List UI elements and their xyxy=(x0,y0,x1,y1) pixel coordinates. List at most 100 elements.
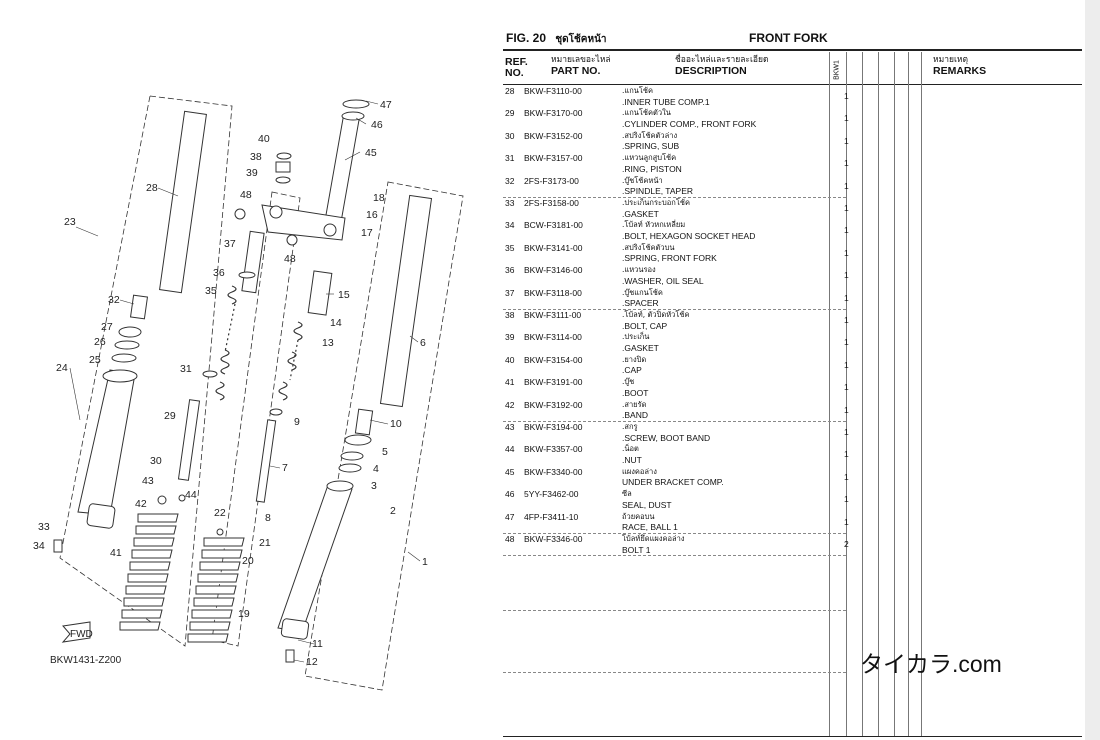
row-description-thai: .บู๊ช xyxy=(622,377,635,387)
callout-18: 18 xyxy=(373,192,385,204)
row-description-english: .SPINDLE, TAPER xyxy=(622,186,694,197)
row-description-thai: .ประเก็น xyxy=(622,332,650,342)
figure-title: FIG. 20 ชุดโช้คหน้า FRONT FORK xyxy=(506,31,828,47)
row-ref-no: 33 xyxy=(505,198,515,208)
callout-13: 13 xyxy=(322,337,334,349)
frame-right-assembly xyxy=(304,181,464,691)
row-description: .โบ้ลท์ หัวหกเหลี่ยม.BOLT, HEXAGON SOCKE… xyxy=(622,220,755,241)
row-part-no: BKW-F3170-00 xyxy=(524,108,583,119)
row-description-english: .INNER TUBE COMP.1 xyxy=(622,96,710,107)
row-ref-no: 48 xyxy=(505,534,515,544)
fork-spring-upper xyxy=(215,285,237,401)
callout-27: 27 xyxy=(101,321,113,333)
row-description-english: BOLT 1 xyxy=(622,544,651,555)
header-top-rule xyxy=(503,49,1082,51)
group-separator xyxy=(503,309,846,310)
table-row: 42 BKW-F3192-00 .สายรัด.BAND 1 xyxy=(503,399,849,422)
svg-text:FWD: FWD xyxy=(70,629,93,640)
row-quantity: 1 xyxy=(844,158,849,169)
row-description-english: .WASHER, OIL SEAL xyxy=(622,275,704,286)
row-quantity: 1 xyxy=(844,180,849,191)
row-description-thai: .แหวนลูกสูบโช้ค xyxy=(622,153,677,163)
callout-1: 1 xyxy=(422,556,428,568)
row-quantity: 1 xyxy=(844,516,849,527)
callout-7: 7 xyxy=(282,462,288,474)
row-description-thai: .สปริงโช้คตัวบน xyxy=(622,242,675,252)
row-description-english: .CYLINDER COMP., FRONT FORK xyxy=(622,118,757,129)
row-description-thai: .โบ้ลท์ หัวหกเหลี่ยม xyxy=(622,220,686,230)
row-part-no: BKW-F3146-00 xyxy=(524,265,583,276)
row-description-english: .BAND xyxy=(622,410,648,421)
row-description: .แหวนลูกสูบโช้ค.RING, PISTON xyxy=(622,153,682,174)
figure-title-english: FRONT FORK xyxy=(749,31,828,45)
callout-12: 12 xyxy=(306,656,318,668)
row-description: .บู๊ชแกนโช้ค.SPACER xyxy=(622,288,663,309)
row-description-english: .BOLT, HEXAGON SOCKET HEAD xyxy=(622,230,756,241)
row-part-no: BKW-F3152-00 xyxy=(524,130,583,141)
callout-10: 10 xyxy=(390,418,402,430)
row-ref-no: 45 xyxy=(505,466,515,477)
row-description-thai: ถ้วยคอบน xyxy=(622,511,655,521)
callout-43: 43 xyxy=(142,475,154,487)
row-part-no: BKW-F3154-00 xyxy=(524,354,583,365)
callout-23: 23 xyxy=(64,216,76,228)
outer-tube-right xyxy=(277,194,433,640)
row-part-no: BKW-F3192-00 xyxy=(524,399,583,410)
inner-tube-left xyxy=(159,110,207,294)
row-ref-no: 42 xyxy=(505,399,515,410)
row-description: .แกนโช้คตัวใน.CYLINDER COMP., FRONT FORK xyxy=(622,108,756,129)
row-description-english: .SPRING, SUB xyxy=(622,141,680,152)
col-divider-5 xyxy=(908,52,909,736)
row-ref-no: 34 xyxy=(505,220,515,231)
row-description-thai: .สปริงโช้คตัวล่าง xyxy=(622,130,678,140)
row-description-thai: .บู๊ชโช้คหน้า xyxy=(622,175,663,185)
row-ref-no: 32 xyxy=(505,175,515,186)
header-part-no: หมายเลขอะไหล่ PART NO. xyxy=(551,55,611,77)
row-description-thai: .สกรู xyxy=(622,422,638,431)
row-description-english: .NUT xyxy=(622,454,642,465)
header-description: ชื่ออะไหล่และรายละเอียด DESCRIPTION xyxy=(675,55,769,77)
callout-38: 38 xyxy=(250,151,262,163)
header-bottom-rule xyxy=(503,84,1082,85)
callout-25: 25 xyxy=(89,354,101,366)
row-quantity: 1 xyxy=(844,404,849,415)
row-description-thai: .โบ้ลท์, ตัวปิดหัวโช้ค xyxy=(622,310,690,319)
col-divider-2 xyxy=(862,52,863,736)
row-quantity: 1 xyxy=(844,337,849,348)
callout-4: 4 xyxy=(373,463,379,475)
callout-37: 37 xyxy=(224,238,236,250)
callout-24: 24 xyxy=(56,362,68,374)
damper-rods xyxy=(177,370,283,503)
row-quantity: 1 xyxy=(844,359,849,370)
callout-3: 3 xyxy=(371,480,377,492)
figure-number: FIG. 20 xyxy=(506,31,547,45)
group-separator xyxy=(503,197,846,198)
row-part-no: BKW-F3346-00 xyxy=(524,534,583,544)
row-description: .สายรัด.BAND xyxy=(622,400,648,421)
callout-40: 40 xyxy=(258,133,270,145)
row-description-thai: .ยางปิด xyxy=(622,354,647,364)
row-description-thai: .สายรัด xyxy=(622,399,647,409)
row-ref-no: 46 xyxy=(505,489,515,500)
row-quantity: 2 xyxy=(844,539,849,549)
row-description-english: RACE, BALL 1 xyxy=(622,522,678,533)
row-description: .ยางปิด.CAP xyxy=(622,355,646,376)
group-separator xyxy=(503,672,846,673)
row-description: .ประเก็น.GASKET xyxy=(622,332,659,353)
row-part-no: BKW-F3194-00 xyxy=(524,422,583,432)
row-part-no: 2FS-F3173-00 xyxy=(524,175,579,186)
row-part-no: 5YY-F3462-00 xyxy=(524,489,579,500)
right-sidebar xyxy=(1085,0,1100,740)
callout-44: 44 xyxy=(185,489,197,501)
row-part-no: BKW-F3110-00 xyxy=(524,86,582,96)
row-ref-no: 40 xyxy=(505,354,515,365)
fork-boots xyxy=(119,513,245,643)
small-fasteners xyxy=(53,208,298,663)
row-description-english: .GASKET xyxy=(622,208,659,219)
